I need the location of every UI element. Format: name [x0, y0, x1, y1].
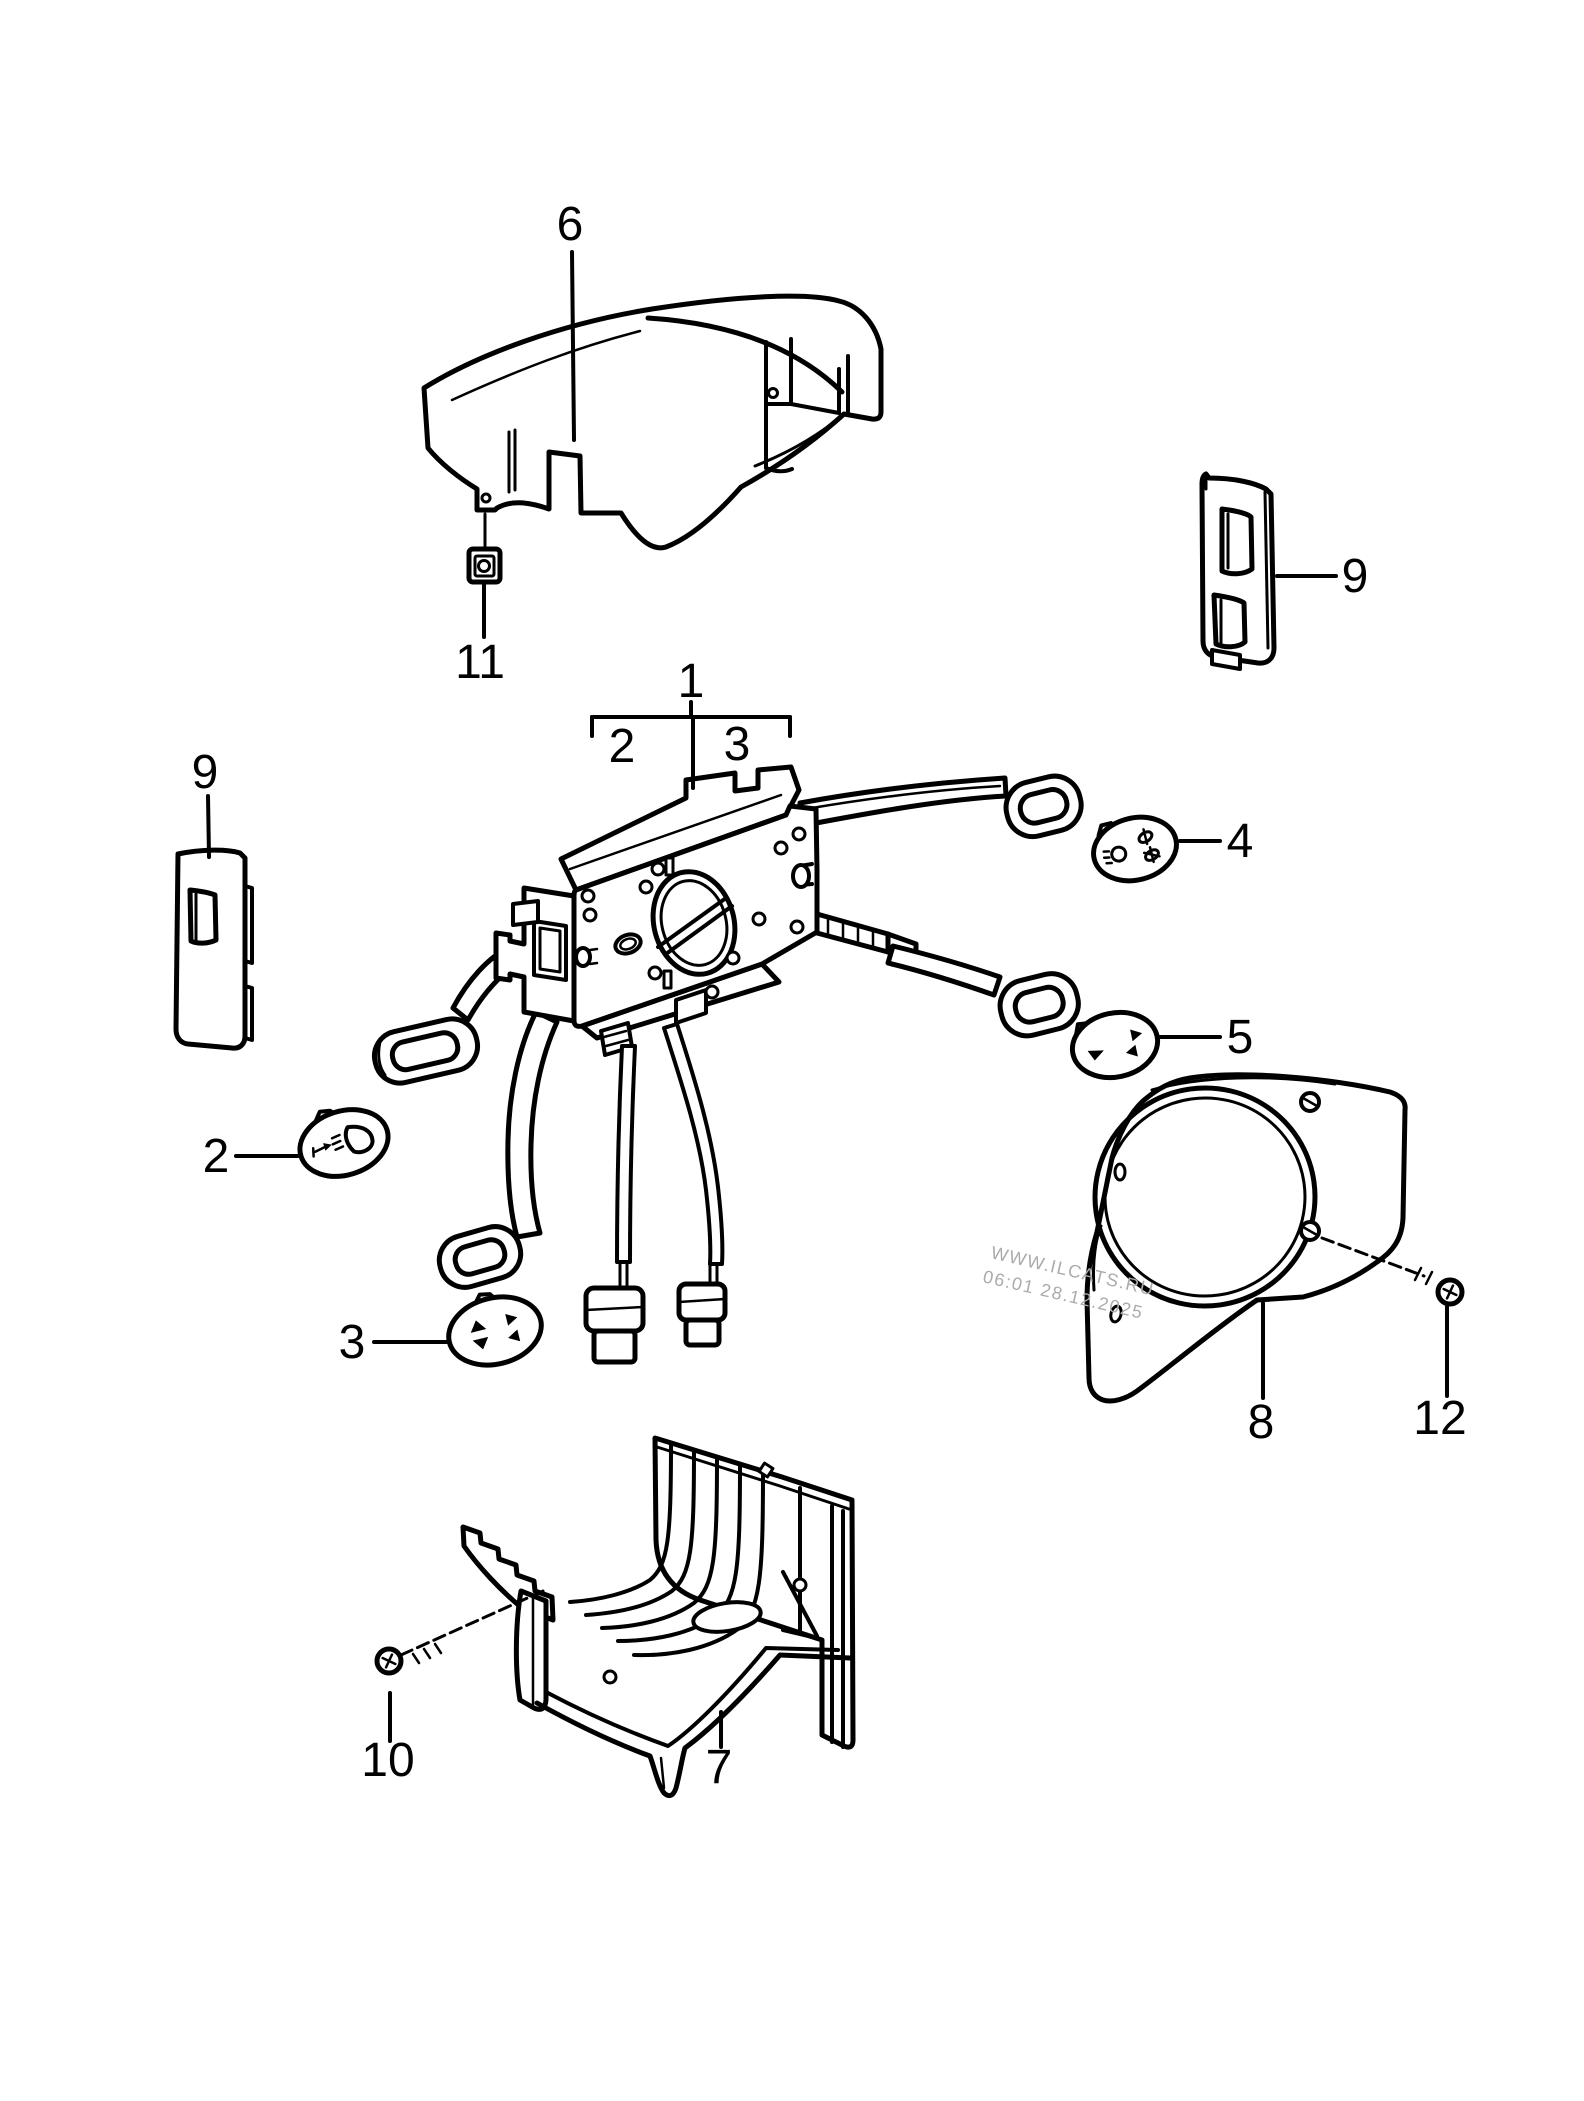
lower-cover-gusset	[781, 1570, 819, 1640]
wiper-washer-icon	[1102, 828, 1161, 865]
callout-4: 4	[1227, 815, 1254, 868]
lower-cover-front-lip	[534, 1646, 853, 1799]
callout-11: 11	[455, 636, 505, 689]
upper-cover-left-crease	[507, 428, 517, 494]
seal-right-edge-3d	[1204, 472, 1270, 650]
callout-10: 10	[361, 1734, 414, 1787]
seal-right-hole-lower	[1211, 592, 1248, 650]
screw10-threads	[411, 1642, 443, 1665]
surround-opening	[1092, 1085, 1318, 1309]
callouts: 6 11 1 2 3 9 9 2 3 4 5 8 12 10 7	[192, 198, 1467, 1794]
housing-bottom-tab	[674, 988, 708, 1025]
upper-cover-outline	[421, 293, 884, 551]
headlight-beam-icon	[311, 1124, 375, 1158]
surround-screw-holes	[1109, 1091, 1321, 1324]
leader-9-left	[206, 794, 211, 859]
part-2-switch-cap	[297, 1107, 391, 1179]
lower-cover-top-edge-3d	[655, 1445, 851, 1511]
housing-left-bolt	[574, 946, 599, 968]
callout-3-bracket: 3	[724, 718, 751, 771]
cap4-face	[1091, 814, 1179, 884]
housing-shaft-hole-bar	[656, 896, 734, 956]
cap2-face	[297, 1107, 391, 1179]
part-7-lower-column-cover	[460, 1435, 856, 1799]
part-9-seal-right	[1199, 471, 1277, 671]
part-1-switch-assembly	[371, 764, 1084, 1365]
housing-bottom-box-facets	[602, 1029, 630, 1048]
cap3-face	[446, 1294, 544, 1368]
up-down-left-right-arrows-icon	[470, 1314, 521, 1350]
callout-6: 6	[557, 198, 584, 251]
callout-9-left: 9	[192, 746, 219, 799]
housing-right-cylinder	[791, 862, 814, 889]
part-8-instrument-surround	[1084, 1072, 1408, 1404]
leader-6	[570, 250, 576, 442]
part-9-seal-left	[173, 847, 254, 1051]
callout-2: 2	[203, 1130, 230, 1183]
wire-connector-right	[662, 1022, 728, 1348]
callout-9-right: 9	[1342, 550, 1369, 603]
screw12-shank	[1320, 1236, 1426, 1278]
lower-cover-clip-detail	[757, 1461, 775, 1479]
housing-left-socket-inner	[538, 926, 562, 974]
upper-cover-ridge-line	[450, 329, 642, 402]
seal-left-tabs	[176, 852, 254, 1042]
upper-cover-rear-bracket	[764, 337, 850, 474]
seal-right-foot	[1210, 648, 1242, 671]
part-11-clip	[466, 512, 503, 585]
seal-left-hole	[187, 887, 219, 946]
callout-2-bracket: 2	[609, 720, 636, 773]
housing-left-tab	[511, 899, 540, 927]
callout-1-bracket	[590, 700, 792, 790]
phillips-screw-icon	[1442, 1284, 1458, 1300]
lower-cover-hole	[602, 1669, 618, 1685]
part-10-screw	[374, 1589, 545, 1676]
screw10-shank	[399, 1589, 545, 1657]
switch-housing	[493, 764, 820, 1057]
housing-deck-ridge	[568, 793, 783, 871]
upper-cover-right-crease	[645, 315, 845, 395]
seal-left-outline	[173, 847, 248, 1051]
cruise-arrows-icon	[1087, 1029, 1143, 1061]
callout-1: 1	[678, 655, 705, 708]
part-5-switch-cap	[1069, 1009, 1161, 1081]
callout-12: 12	[1413, 1392, 1466, 1445]
phillips-screw-icon	[381, 1653, 397, 1669]
cap5-face	[1069, 1009, 1161, 1081]
callout-8: 8	[1248, 1396, 1275, 1449]
callout-7: 7	[706, 1741, 733, 1794]
part-3-switch-cap	[446, 1292, 544, 1368]
surround-outline	[1084, 1072, 1408, 1404]
lower-cover-oval-slot	[691, 1600, 763, 1634]
housing-holes	[580, 826, 807, 1000]
part-12-screw	[1320, 1236, 1465, 1307]
lower-cover-back-wall	[652, 1435, 856, 1750]
clip-hole	[477, 559, 491, 573]
screw12-threads	[1413, 1266, 1434, 1286]
upper-cover-clip-hole	[480, 492, 492, 504]
callout-3: 3	[339, 1316, 366, 1369]
housing-knob	[613, 932, 643, 956]
lower-cover-front-pillar	[513, 1588, 549, 1712]
lower-right-stalk	[814, 911, 1081, 1039]
part-4-switch-cap	[1091, 814, 1179, 884]
upper-right-stalk	[797, 773, 1084, 840]
part-6-upper-column-cover	[421, 293, 884, 551]
callout-5: 5	[1227, 1011, 1254, 1064]
lower-left-stalk	[436, 1009, 560, 1290]
wire-connector-left	[583, 1044, 646, 1365]
